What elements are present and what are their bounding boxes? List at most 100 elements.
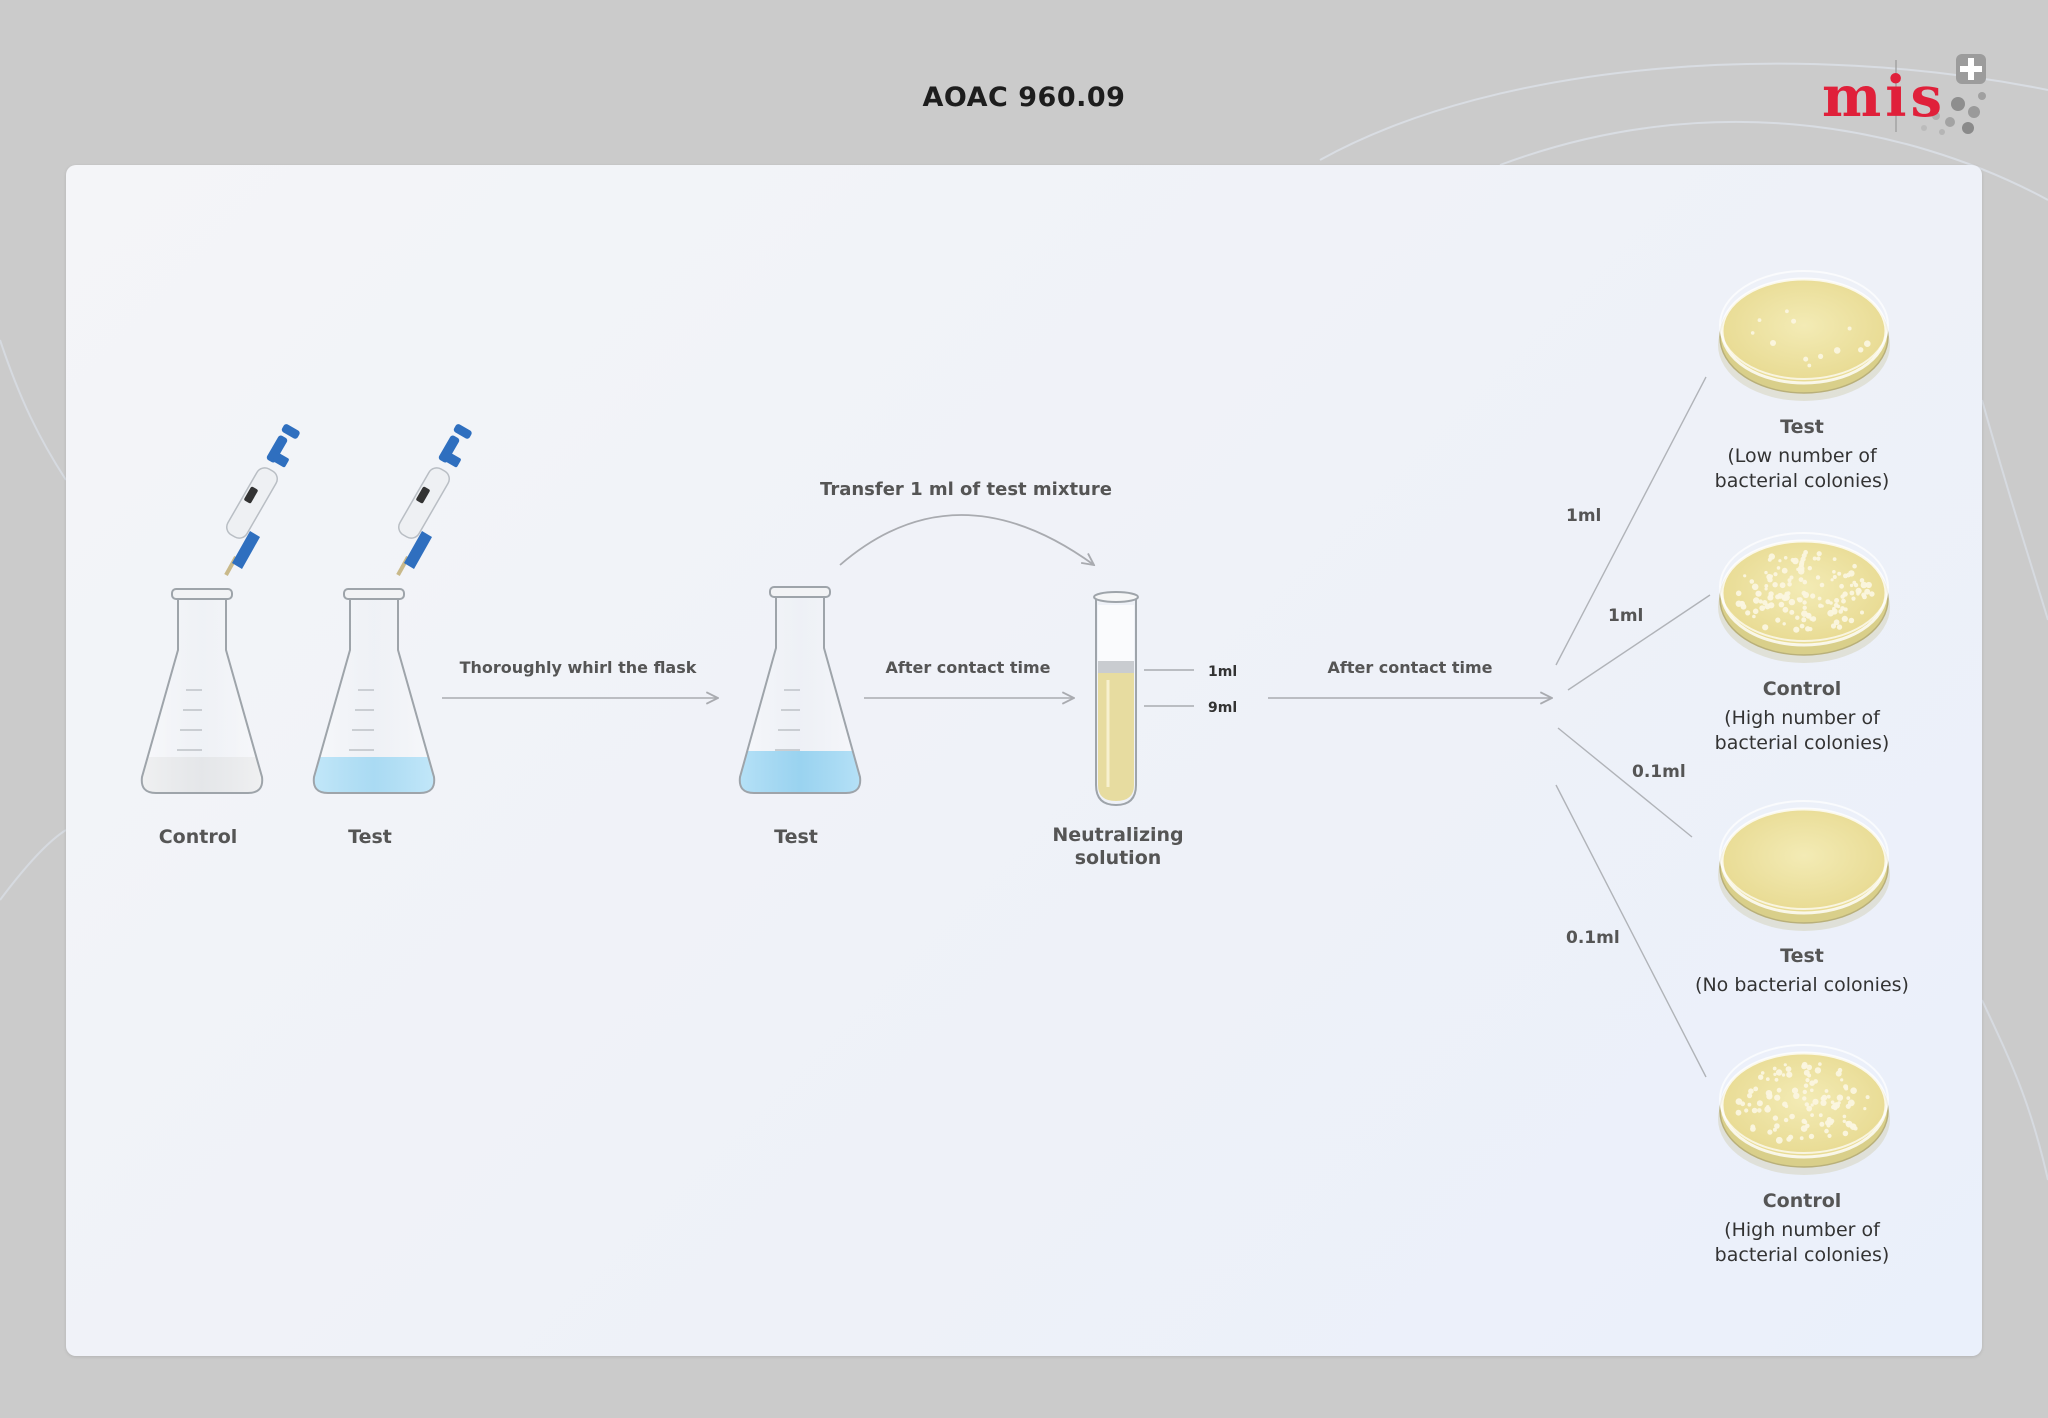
bacterial-colony	[1819, 1121, 1825, 1127]
bacterial-colony	[1744, 1108, 1749, 1113]
bacterial-colony	[1810, 593, 1816, 599]
logo-text: mis	[1822, 64, 1947, 130]
bacterial-colony	[1832, 606, 1836, 611]
bacterial-colony	[1756, 1100, 1763, 1107]
dish-3-title: Test	[1780, 945, 1824, 967]
dish-agar	[1720, 277, 1888, 385]
bacterial-colony	[1735, 600, 1742, 607]
bacterial-colony	[1816, 556, 1821, 561]
bacterial-colony	[1839, 583, 1844, 589]
bacterial-colony	[1801, 610, 1808, 617]
bacterial-colony	[1799, 623, 1805, 629]
bacterial-colony	[1864, 588, 1871, 595]
bacterial-colony	[1848, 570, 1855, 577]
bacterial-colony	[1803, 356, 1809, 362]
bacterial-colony	[1783, 1063, 1787, 1067]
bacterial-colony	[1869, 591, 1875, 597]
dish-2-desc-1: (High number of	[1724, 707, 1881, 729]
bacterial-colony	[1827, 1133, 1832, 1138]
bacterial-colony	[1859, 578, 1865, 583]
bacterial-colony	[1748, 1088, 1754, 1094]
bacterial-colony	[1842, 1130, 1849, 1137]
bacterial-colony	[1836, 604, 1841, 609]
bacterial-colony	[1809, 617, 1813, 621]
bacterial-colony	[1792, 557, 1799, 565]
branch-volume-1: 1ml	[1566, 506, 1601, 526]
bacterial-colony	[1820, 1099, 1827, 1106]
bacterial-colony	[1802, 600, 1807, 605]
bacterial-colony	[1774, 1094, 1781, 1101]
bacterial-colony	[1818, 353, 1824, 359]
bacterial-colony	[1745, 610, 1751, 616]
bacterial-colony	[1783, 556, 1788, 560]
tube-label-line2: solution	[1075, 847, 1162, 869]
bacterial-colony	[1791, 1087, 1799, 1094]
bacterial-colony	[1775, 594, 1781, 600]
bacterial-colony	[1836, 624, 1843, 630]
bacterial-colony	[1805, 626, 1811, 632]
branch-line-2	[1567, 594, 1711, 691]
bacterial-colony	[1865, 581, 1872, 589]
bacterial-colony	[1829, 1118, 1835, 1124]
petri-dish-test-low	[1718, 270, 1890, 401]
dish-4-desc-1: (High number of	[1724, 1219, 1881, 1241]
bacterial-colony	[1806, 613, 1812, 619]
bacterial-colony	[1832, 570, 1836, 574]
bacterial-colony	[1750, 1124, 1756, 1130]
flask-label-test: Test	[348, 826, 392, 848]
bacterial-colony	[1801, 590, 1807, 596]
bacterial-colony	[1802, 605, 1807, 610]
bacterial-colony	[1799, 559, 1805, 565]
bacterial-colony	[1815, 575, 1821, 580]
bacterial-colony	[1808, 1133, 1815, 1140]
bacterial-colony	[1824, 1089, 1829, 1093]
bacterial-colony	[1751, 583, 1759, 591]
bacterial-colony	[1782, 622, 1786, 626]
bacterial-colony	[1793, 626, 1800, 633]
bacterial-colony	[1757, 318, 1762, 322]
bacterial-colony	[1834, 598, 1840, 603]
bacterial-colony	[1796, 597, 1801, 601]
bacterial-colony	[1806, 1064, 1812, 1071]
bacterial-colony	[1830, 623, 1837, 629]
branch-line-1	[1555, 376, 1707, 666]
bacterial-colony	[1863, 1107, 1867, 1111]
bacterial-colony	[1818, 1113, 1823, 1118]
dish-1-desc-1: (Low number of	[1727, 445, 1878, 467]
bacterial-colony	[1803, 550, 1808, 555]
branch-line-3	[1557, 727, 1693, 838]
dish-4-title: Control	[1763, 1190, 1842, 1212]
bacterial-colony	[1836, 1094, 1844, 1101]
bacterial-colony	[1773, 572, 1778, 577]
bacterial-colony	[1849, 590, 1855, 596]
bacterial-colony	[1781, 1073, 1786, 1077]
bacterial-colony	[1750, 331, 1755, 335]
branch-line-4	[1555, 784, 1707, 1078]
bacterial-colony	[1840, 606, 1845, 611]
bacterial-colony	[1767, 594, 1774, 601]
bacterial-colony	[1841, 598, 1846, 604]
bacterial-colony	[1776, 566, 1781, 570]
bacterial-colony	[1735, 1109, 1742, 1116]
bacterial-colony	[1807, 566, 1812, 571]
bacterial-colony	[1774, 1077, 1779, 1082]
bacterial-colony	[1797, 565, 1805, 572]
bacterial-colony	[1735, 1098, 1743, 1105]
dish-1-desc-2: bacterial colonies)	[1715, 470, 1890, 492]
bacterial-colony	[1862, 594, 1867, 600]
test-flask-contact	[738, 586, 862, 794]
bacterial-colony	[1865, 1095, 1870, 1100]
dish-1-title: Test	[1780, 416, 1824, 438]
bacterial-colony	[1764, 570, 1768, 575]
bacterial-colony	[1801, 1061, 1808, 1068]
bacterial-colony	[1753, 597, 1760, 604]
bacterial-colony	[1752, 614, 1756, 619]
bacterial-colony	[1858, 347, 1864, 353]
bacterial-colony	[1799, 1136, 1804, 1141]
bacterial-colony	[1757, 1108, 1762, 1113]
bacterial-colony	[1846, 1096, 1851, 1100]
bacterial-colony	[1743, 574, 1747, 578]
plus-icon	[1895, 54, 1986, 135]
page-title: AOAC 960.09	[922, 82, 1126, 113]
